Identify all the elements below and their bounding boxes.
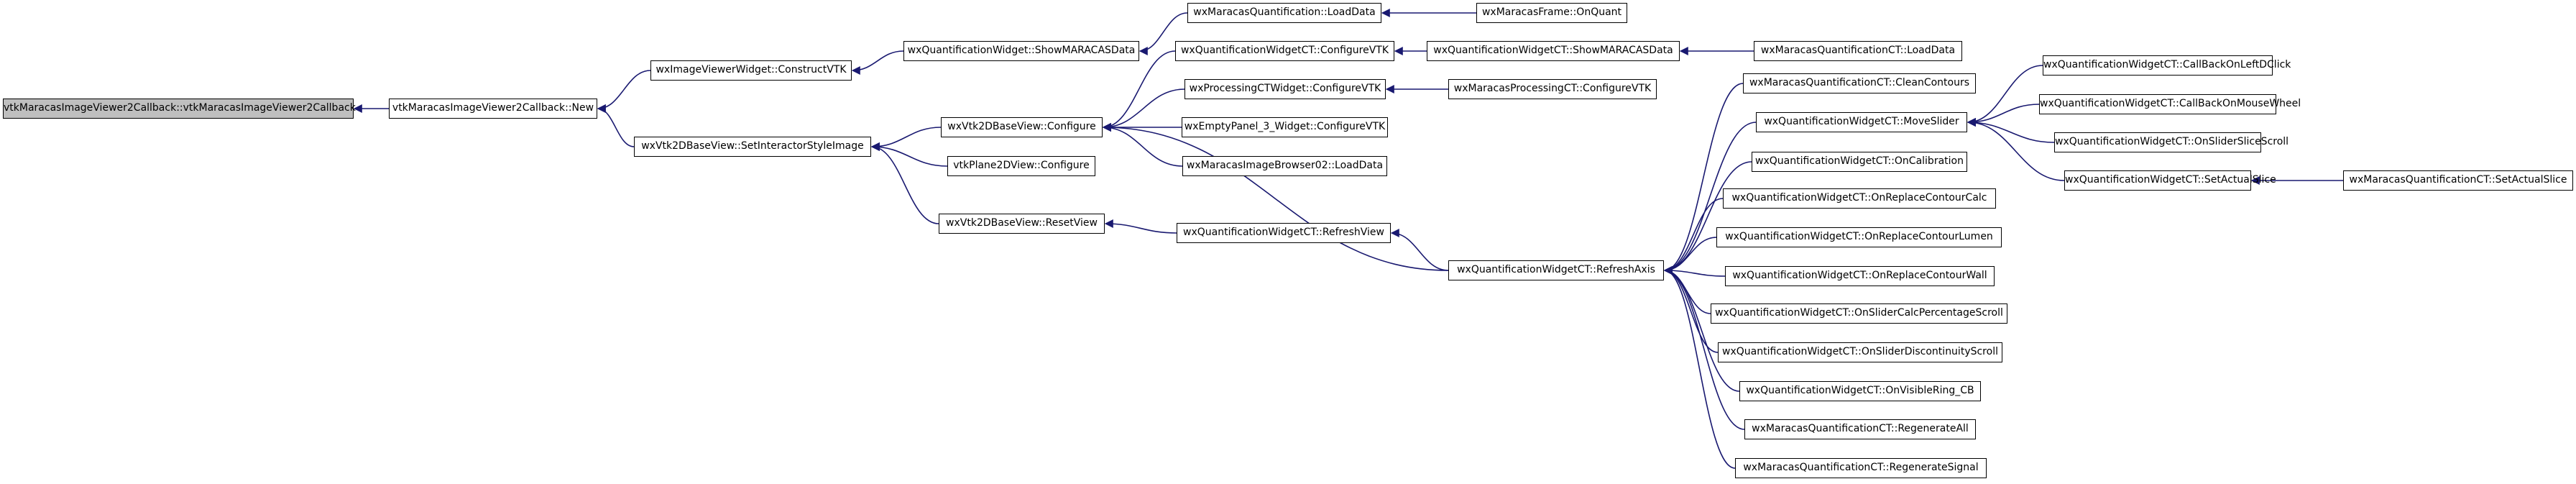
graph-edge (1102, 123, 1449, 271)
graph-edge (1663, 198, 1724, 275)
graph-edge (1663, 266, 1740, 392)
graph-edge (1102, 50, 1176, 132)
graph-node[interactable]: wxVtk2DBaseView::SetInteractorStyleImage (634, 137, 871, 157)
graph-edge (1663, 266, 1736, 469)
graph-edge (1966, 104, 2040, 127)
graph-edge (1663, 266, 1745, 430)
graph-node[interactable]: wxQuantificationWidgetCT::SetActualSlice (2064, 170, 2276, 191)
graph-node[interactable]: wxEmptyPanel_3_Widget::ConfigureVTK (1182, 117, 1388, 137)
graph-node[interactable]: wxQuantificationWidget::ShowMARACASData (903, 41, 1139, 61)
graph-edge (870, 142, 939, 224)
graph-node[interactable]: wxQuantificationWidgetCT::OnCalibration (1752, 152, 1967, 172)
graph-edge (1138, 12, 1188, 55)
graph-node[interactable]: wxQuantificationWidgetCT::ConfigureVTK (1175, 41, 1394, 61)
graph-node[interactable]: wxMaracasQuantificationCT::SetActualSlic… (2343, 170, 2573, 191)
graph-edge (1102, 88, 1185, 132)
graph-edge (1663, 266, 1711, 314)
graph-node[interactable]: wxMaracasQuantificationCT::RegenerateAll (1744, 419, 1976, 439)
graph-node[interactable]: wxQuantificationWidgetCT::OnSliderDiscon… (1718, 342, 2002, 362)
graph-edge (597, 104, 635, 147)
graph-edge (1966, 118, 2065, 181)
graph-node[interactable]: wxVtk2DBaseView::Configure (941, 117, 1103, 137)
graph-edge (1104, 219, 1177, 234)
graph-node[interactable]: wxQuantificationWidgetCT::OnReplaceConto… (1723, 188, 1996, 209)
graph-node[interactable]: wxQuantificationWidgetCT::RefreshAxis (1448, 260, 1664, 280)
graph-node[interactable]: wxMaracasQuantificationCT::RegenerateSig… (1735, 458, 1987, 478)
graph-node[interactable]: vtkMaracasImageViewer2Callback::vtkMarac… (3, 99, 356, 119)
graph-edge (1663, 266, 1719, 353)
graph-node[interactable]: wxMaracasImageBrowser02::LoadData (1182, 156, 1387, 176)
graph-node[interactable]: wxQuantificationWidgetCT::OnSliderSliceS… (2054, 132, 2288, 152)
graph-node[interactable]: wxQuantificationWidgetCT::MoveSlider (1756, 112, 1967, 132)
graph-edge (1663, 83, 1744, 275)
graph-edge (870, 127, 942, 151)
graph-node[interactable]: wxMaracasQuantificationCT::CleanContours (1743, 73, 1976, 93)
graph-node[interactable]: wxMaracasFrame::OnQuant (1476, 3, 1627, 23)
graph-node[interactable]: wxQuantificationWidgetCT::RefreshView (1177, 223, 1391, 243)
graph-node[interactable]: wxMaracasProcessingCT::ConfigureVTK (1448, 79, 1657, 99)
graph-node[interactable]: wxQuantificationWidgetCT::OnReplaceConto… (1716, 227, 2002, 247)
graph-node[interactable]: wxVtk2DBaseView::ResetView (939, 214, 1105, 234)
graph-edge (1663, 161, 1752, 275)
graph-edge (1966, 65, 2043, 127)
graph-node[interactable]: wxQuantificationWidgetCT::ShowMARACASDat… (1427, 41, 1680, 61)
graph-node[interactable]: vtkPlane2DView::Configure (947, 156, 1095, 176)
graph-node[interactable]: wxQuantificationWidgetCT::OnVisibleRing_… (1739, 381, 1981, 401)
graph-edge (1966, 118, 2055, 143)
graph-node[interactable]: wxQuantificationWidgetCT::CallBackOnMous… (2039, 94, 2301, 114)
graph-edge (1102, 123, 1183, 167)
graph-node[interactable]: wxProcessingCTWidget::ConfigureVTK (1184, 79, 1386, 99)
graph-node[interactable]: wxMaracasQuantificationCT::LoadData (1754, 41, 1962, 61)
graph-node[interactable]: wxMaracasQuantification::LoadData (1187, 3, 1381, 23)
graph-edge (870, 142, 948, 167)
graph-node[interactable]: wxQuantificationWidgetCT::CallBackOnLeft… (2043, 55, 2291, 76)
graph-node[interactable]: wxImageViewerWidget::ConstructVTK (650, 60, 852, 81)
graph-node[interactable]: wxQuantificationWidgetCT::OnSliderCalcPe… (1711, 303, 2007, 324)
graph-edge (851, 50, 904, 75)
graph-edge (597, 70, 651, 113)
graph-edge (1390, 229, 1449, 271)
graph-edge (1663, 122, 1757, 275)
graph-node[interactable]: wxQuantificationWidgetCT::OnReplaceConto… (1725, 266, 1995, 286)
graph-node[interactable]: vtkMaracasImageViewer2Callback::New (389, 99, 597, 119)
